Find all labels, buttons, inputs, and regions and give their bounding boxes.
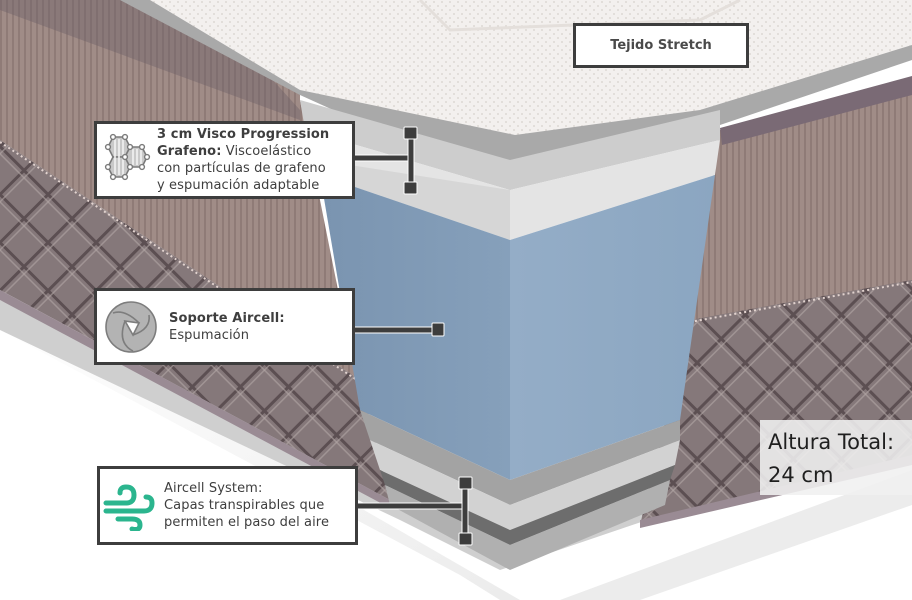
visco-title: 3 cm Visco Progression [157,127,330,142]
aircell-line-2: permiten el paso del aire [164,515,330,530]
support-connector [351,322,445,337]
aircell-system-label: Aircell System: Capas transpirables que … [97,466,358,545]
visco-connector [351,126,418,195]
aircell-title: Aircell System: [164,481,263,496]
visco-line-2: con partículas de grafeno [157,161,326,176]
total-height-label: Altura Total: [768,430,895,454]
visco-subtitle: Grafeno: [157,144,222,159]
aircell-system-text: Aircell System: Capas transpirables que … [164,480,329,531]
air-connector [355,476,473,546]
soporte-title: Soporte Aircell: [169,310,285,326]
aperture-circle-icon [101,297,161,357]
tejido-stretch-text: Tejido Stretch [610,38,712,53]
wind-airflow-icon [100,476,160,536]
soporte-aircell-label: Soporte Aircell: Espumación [94,288,355,365]
total-height-value: 24 cm [768,463,834,487]
total-height-box: Altura Total: 24 cm [760,420,912,495]
graphene-hexagon-icon [97,130,157,190]
visco-line-1: Viscoelástico [225,144,312,159]
tejido-stretch-label: Tejido Stretch [573,23,749,68]
visco-line-3: y espumación adaptable [157,178,320,193]
soporte-line-1: Espumación [169,327,250,343]
visco-grafeno-label: 3 cm Visco Progression Grafeno: Viscoelá… [94,121,355,199]
soporte-aircell-text: Soporte Aircell: Espumación [169,310,285,344]
aircell-line-1: Capas transpirables que [164,498,325,513]
visco-grafeno-text: 3 cm Visco Progression Grafeno: Viscoelá… [157,126,329,194]
